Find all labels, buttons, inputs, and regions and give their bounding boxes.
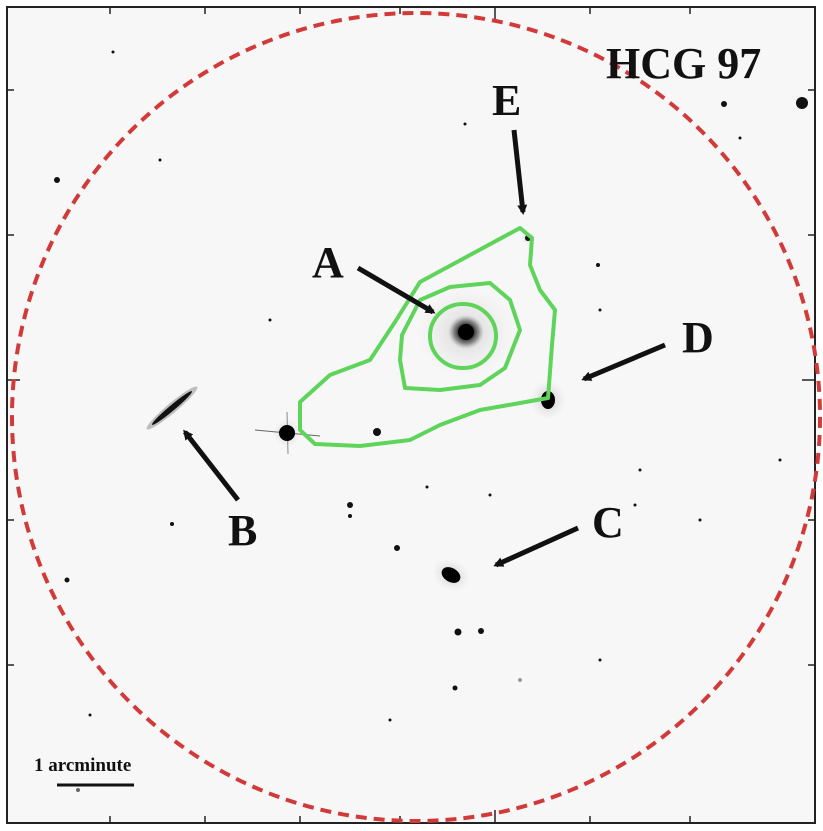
- scale-bar-label: 1 arcminute: [34, 755, 131, 776]
- galaxy-c: [431, 557, 471, 593]
- image-frame: [6, 6, 816, 824]
- arrow-d: [581, 342, 666, 382]
- label-c: C: [592, 498, 624, 547]
- background-stars: [54, 50, 808, 792]
- galaxy-b: [146, 386, 198, 430]
- arrow-c: [493, 525, 580, 568]
- arrow-e: [511, 129, 528, 215]
- label-b: B: [228, 506, 257, 555]
- label-a: A: [312, 238, 344, 287]
- image-title: HCG 97: [606, 39, 761, 88]
- label-d: D: [682, 313, 714, 362]
- bright-star: [254, 411, 321, 455]
- arrow-b: [183, 429, 240, 502]
- label-e: E: [492, 76, 521, 125]
- arrow-a: [356, 265, 436, 315]
- field-of-view-circle: [10, 11, 822, 823]
- frame-ticks: [6, 6, 816, 824]
- label-arrows: [183, 129, 666, 568]
- xray-contours: [298, 226, 557, 448]
